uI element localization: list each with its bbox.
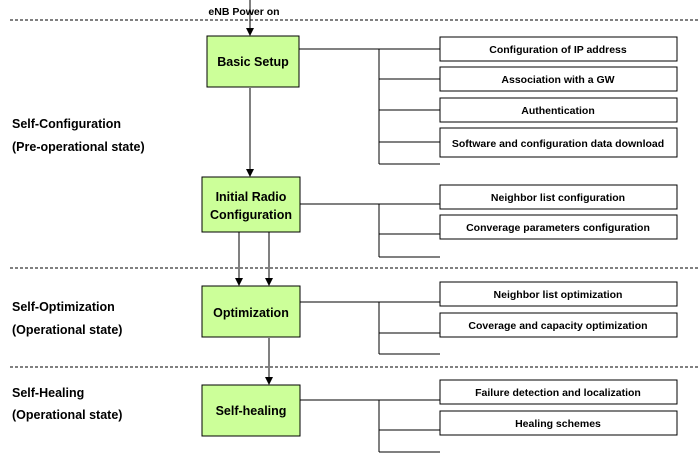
task-healing-schemes: Healing schemes xyxy=(515,418,601,430)
phase-title-self-optimization: Self-Optimization xyxy=(12,300,115,314)
task-neighbor-list-config: Neighbor list configuration xyxy=(491,192,625,204)
initial-radio-label-line1: Initial Radio xyxy=(216,190,287,204)
phase-subtitle-self-healing: (Operational state) xyxy=(12,408,122,422)
task-box xyxy=(439,281,678,307)
task-box xyxy=(439,36,678,62)
task-gw-association: Association with a GW xyxy=(501,74,614,86)
task-box xyxy=(439,127,678,158)
phase-subtitle-self-configuration: (Pre-operational state) xyxy=(12,140,145,154)
task-neighbor-list-optimization: Neighbor list optimization xyxy=(494,289,623,301)
stage-basic-setup: Basic Setup Configuration of IP address … xyxy=(206,35,678,165)
task-box xyxy=(439,97,678,123)
self-healing-label: Self-healing xyxy=(216,404,287,418)
stage-optimization: Optimization Neighbor list optimization … xyxy=(201,281,678,355)
self-healing-box xyxy=(201,384,301,437)
task-software-download: Software and configuration data download xyxy=(452,138,664,150)
task-box xyxy=(439,214,678,240)
basic-setup-label: Basic Setup xyxy=(217,55,289,69)
initial-radio-label-line2: Configuration xyxy=(210,208,292,222)
phase-title-self-healing: Self-Healing xyxy=(12,386,84,400)
task-box xyxy=(439,184,678,210)
task-box xyxy=(439,379,678,405)
task-authentication: Authentication xyxy=(521,105,595,117)
optimization-box xyxy=(201,285,301,338)
task-coverage-capacity-optimization: Coverage and capacity optimization xyxy=(468,320,647,332)
phase-subtitle-self-optimization: (Operational state) xyxy=(12,323,122,337)
task-ip-config: Configuration of IP address xyxy=(489,44,627,56)
phase-title-self-configuration: Self-Configuration xyxy=(12,117,121,131)
initial-radio-box xyxy=(201,176,301,233)
task-coverage-param-config: Converage parameters configuration xyxy=(466,222,650,234)
task-failure-detection: Failure detection and localization xyxy=(475,387,641,399)
task-box xyxy=(439,410,678,436)
task-box xyxy=(439,66,678,92)
stage-initial-radio-configuration: Initial Radio Configuration Neighbor lis… xyxy=(201,176,678,258)
basic-setup-box xyxy=(206,35,300,88)
stage-self-healing: Self-healing Failure detection and local… xyxy=(201,379,678,453)
power-on-label: eNB Power on xyxy=(208,6,279,18)
task-box xyxy=(439,312,678,338)
optimization-label: Optimization xyxy=(213,306,289,320)
